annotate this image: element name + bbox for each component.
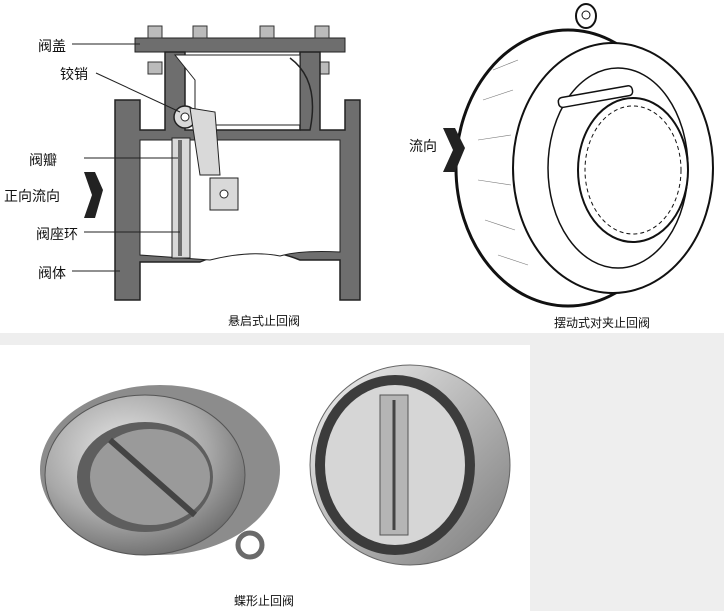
label-disc: 阀瓣 bbox=[29, 153, 57, 169]
hinge-arm bbox=[189, 107, 221, 176]
caption-wafer-swing-valve: 摆动式对夹止回阀 bbox=[554, 316, 651, 330]
label-flow: 流向 bbox=[409, 139, 437, 155]
label-seat-ring: 阀座环 bbox=[36, 227, 78, 243]
bonnet-plate bbox=[134, 37, 346, 53]
wafer-disc bbox=[577, 97, 689, 243]
wafer-swing-valve-panel: 流向 摆动式对夹止回阀 bbox=[393, 0, 724, 333]
flow-arrow bbox=[443, 128, 465, 172]
wafer-swing-valve-drawing bbox=[443, 3, 714, 308]
label-bonnet: 阀盖 bbox=[38, 39, 66, 55]
caption-swing-check-valve: 悬启式止回阀 bbox=[228, 314, 301, 328]
hinge-bar bbox=[557, 85, 634, 109]
butterfly-valve-right bbox=[309, 364, 511, 566]
butterfly-valve-left bbox=[40, 385, 280, 560]
divider-gray bbox=[0, 333, 724, 345]
background-gray bbox=[530, 345, 724, 611]
swing-check-valve-panel: 阀盖 铰销 阀瓣 正向流向 阀座环 阀体 悬启式止回阀 bbox=[0, 0, 393, 333]
butterfly-valve-panel: 蝶形止回阀 bbox=[0, 345, 530, 611]
swing-check-valve-diagram bbox=[72, 25, 361, 301]
label-body: 阀体 bbox=[38, 266, 66, 282]
butterfly-valve-photos bbox=[40, 364, 511, 566]
label-hinge-pin: 铰销 bbox=[60, 67, 88, 83]
forward-flow-arrow bbox=[84, 172, 103, 218]
caption-butterfly-valve: 蝶形止回阀 bbox=[234, 594, 295, 608]
label-forward-flow: 正向流向 bbox=[4, 189, 60, 205]
